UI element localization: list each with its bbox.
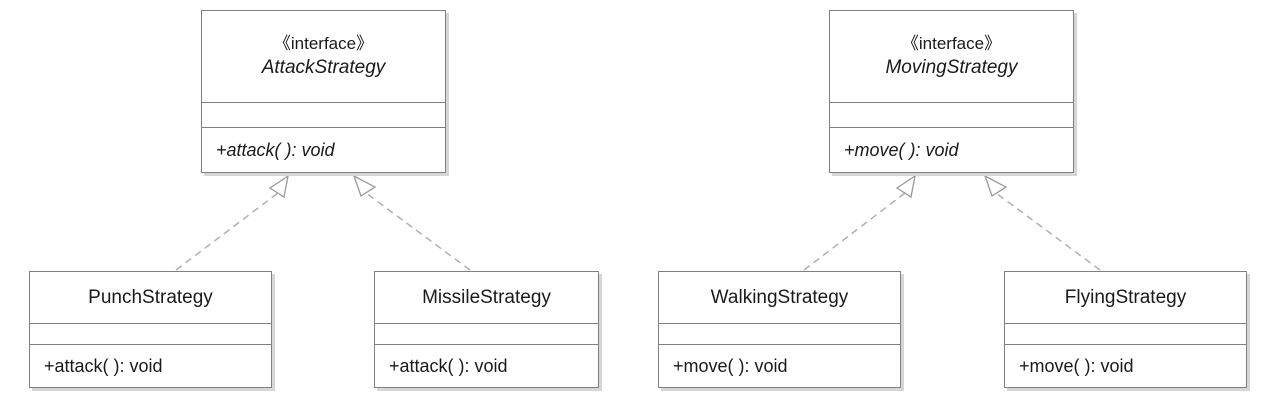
interface-name-compartment: 《interface》 AttackStrategy [202,11,445,102]
attribute-compartment [659,323,900,344]
class-name: WalkingStrategy [710,286,849,308]
interface-attack-strategy: 《interface》 AttackStrategy +attack( ): v… [201,10,446,173]
attribute-compartment [375,323,598,344]
class-missile-strategy: MissileStrategy +attack( ): void [374,271,599,388]
attribute-compartment [1005,323,1246,344]
realization-punch-to-attack [175,174,289,271]
operation-label: +attack( ): void [375,344,598,387]
interface-moving-strategy: 《interface》 MovingStrategy +move( ): voi… [829,10,1074,173]
operation-label: +attack( ): void [202,127,445,172]
class-name-compartment: MissileStrategy [375,272,598,323]
class-flying-strategy: FlyingStrategy +move( ): void [1004,271,1247,388]
realization-missile-to-attack [352,174,471,271]
class-name: FlyingStrategy [1064,286,1187,308]
class-punch-strategy: PunchStrategy +attack( ): void [29,271,272,388]
operation-label: +move( ): void [659,344,900,387]
interface-name-compartment: 《interface》 MovingStrategy [830,11,1073,102]
class-name-compartment: WalkingStrategy [659,272,900,323]
class-walking-strategy: WalkingStrategy +move( ): void [658,271,901,388]
interface-name: MovingStrategy [885,56,1018,78]
attribute-compartment [202,102,445,127]
class-name-compartment: FlyingStrategy [1005,272,1246,323]
interface-name: AttackStrategy [261,56,386,78]
operation-label: +attack( ): void [30,344,271,387]
stereotype-label: 《interface》 [273,33,374,53]
operation-label: +move( ): void [1005,344,1246,387]
stereotype-label: 《interface》 [901,33,1002,53]
realization-walking-to-moving [803,174,916,271]
class-name-compartment: PunchStrategy [30,272,271,323]
operation-label: +move( ): void [830,127,1073,172]
realization-flying-to-moving [983,174,1101,271]
attribute-compartment [30,323,271,344]
attribute-compartment [830,102,1073,127]
class-name: MissileStrategy [422,286,551,308]
class-name: PunchStrategy [88,286,213,308]
